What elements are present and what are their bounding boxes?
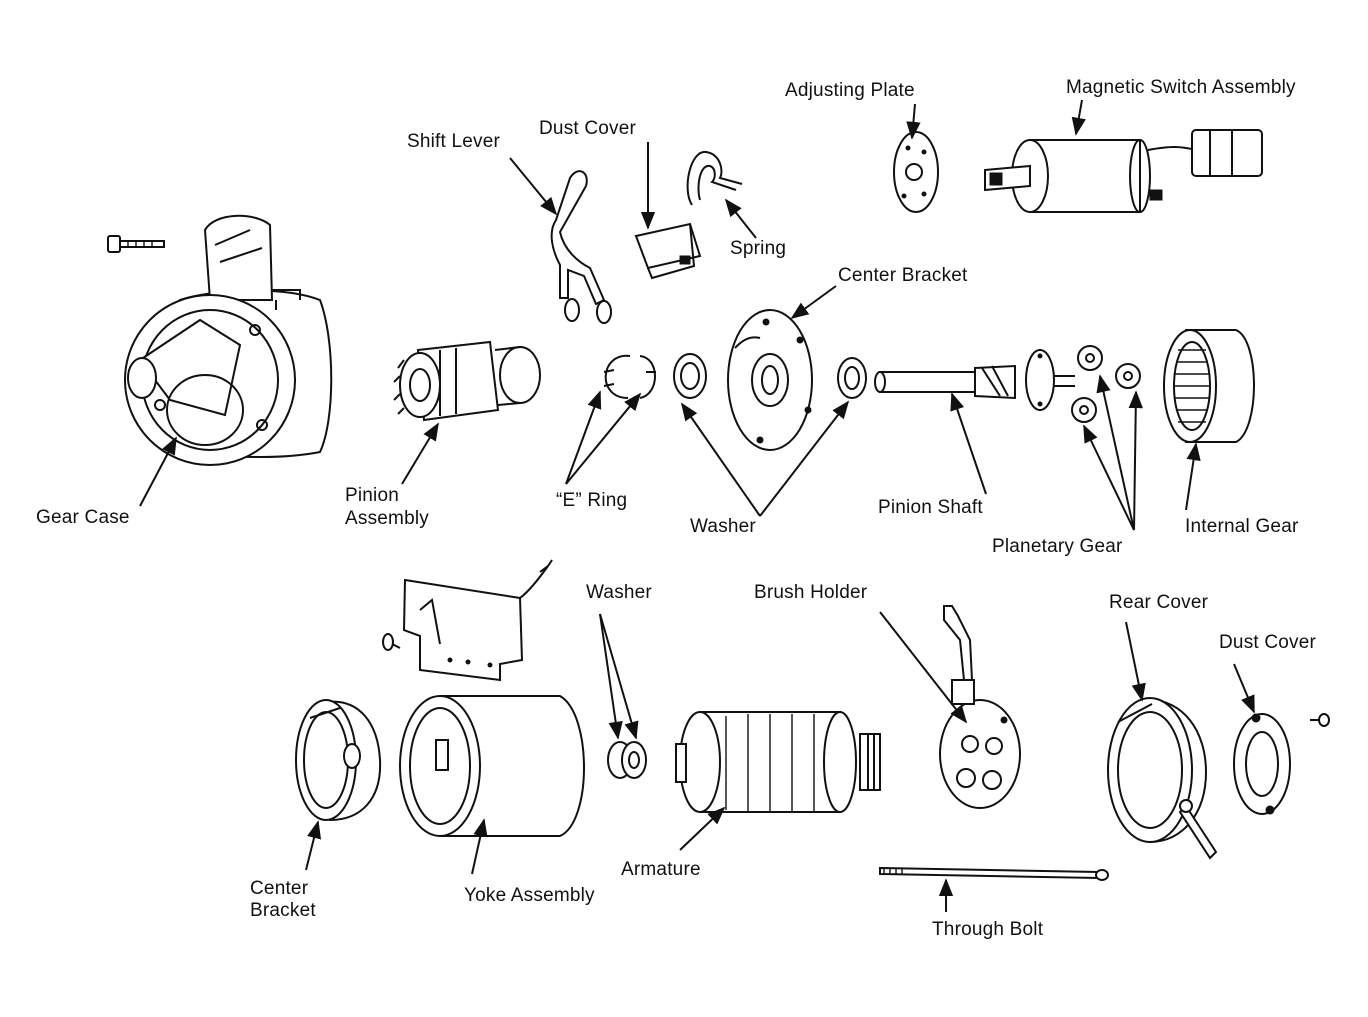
center-bracket-bottom [295, 699, 382, 822]
label-through-bolt: Through Bolt [932, 919, 1044, 940]
dust-cover-screw [1310, 713, 1330, 727]
shift-lever [550, 170, 612, 324]
magnetic-switch-assembly [984, 129, 1263, 213]
e-ring [603, 354, 656, 399]
gear-case-bolt [107, 235, 165, 253]
label-yoke-assembly: Yoke Assembly [464, 885, 595, 906]
label-dust-cover-top: Dust Cover [539, 118, 637, 139]
leader-lines [139, 99, 1255, 912]
label-internal-gear: Internal Gear [1185, 516, 1299, 537]
label-brush-holder: Brush Holder [754, 582, 868, 603]
label-spring: Spring [730, 238, 787, 259]
bracket-screw [382, 633, 401, 651]
dust-cover-top [634, 222, 702, 280]
washer-top-left [673, 353, 707, 399]
label-center-bracket-bottom-line1: Center [250, 878, 309, 899]
label-gear-case: Gear Case [36, 507, 130, 528]
adjusting-plate [893, 131, 939, 213]
label-pinion-assembly-line1: Pinion [345, 485, 400, 506]
label-adjusting-plate: Adjusting Plate [785, 80, 915, 101]
yoke-assembly [399, 695, 585, 837]
label-washer-bottom: Washer [586, 582, 652, 603]
label-center-bracket-bottom-line2: Bracket [250, 900, 316, 921]
pinion-assembly [393, 340, 541, 422]
label-washer-top: Washer [690, 516, 756, 537]
armature [675, 711, 881, 813]
washer-bottom [607, 741, 647, 779]
brush-holder [939, 605, 1021, 809]
pinion-shaft [874, 349, 1075, 411]
dust-cover-bottom [1233, 713, 1291, 815]
center-bracket-top [727, 309, 813, 451]
yoke-mounting-bracket [402, 559, 553, 682]
rear-cover [1107, 697, 1218, 860]
label-e-ring: “E” Ring [556, 490, 628, 511]
gear-case [124, 214, 333, 466]
through-bolt [879, 866, 1109, 881]
label-center-bracket-top: Center Bracket [838, 265, 968, 286]
planetary-gears [1071, 345, 1141, 423]
label-planetary-gear: Planetary Gear [992, 536, 1123, 557]
internal-gear [1163, 329, 1255, 443]
label-shift-lever: Shift Lever [407, 131, 501, 152]
label-pinion-assembly-line2: Assembly [345, 508, 429, 529]
spring [686, 151, 743, 206]
label-armature: Armature [621, 859, 701, 880]
label-rear-cover: Rear Cover [1109, 592, 1209, 613]
label-pinion-shaft: Pinion Shaft [878, 497, 983, 518]
label-magnetic-switch-assembly: Magnetic Switch Assembly [1066, 77, 1296, 98]
washer-top-right [837, 357, 867, 399]
label-dust-cover-bottom: Dust Cover [1219, 632, 1317, 653]
